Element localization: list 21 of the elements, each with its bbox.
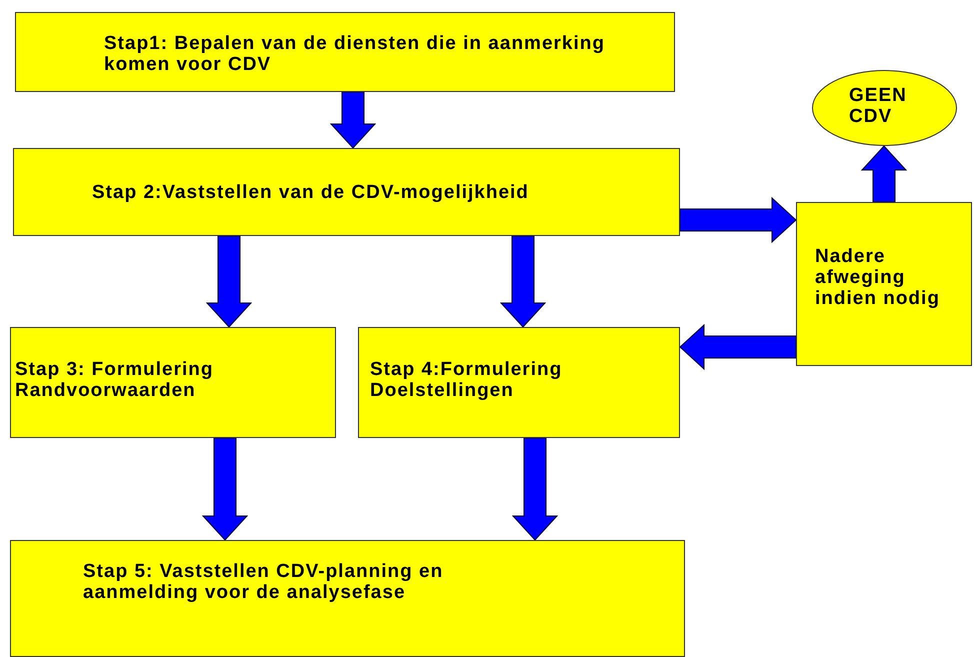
block-arrow [202,438,248,541]
block-arrow [512,438,558,541]
block-arrow [330,92,376,149]
block-arrow [860,145,908,202]
step-text: Stap 3: Formulering Randvoorwaarden [15,359,214,401]
block-arrow [679,324,796,370]
block-arrow [206,236,252,328]
step-box [796,202,972,366]
step-text: Stap1: Bepalen van de diensten die in aanmerking komen voor CDV [104,33,606,75]
step-text: Stap 5: Vaststellen CDV-planning en aanmelding voor de analysefase [83,561,444,603]
step-text: Nadere afweging indien nodig [815,246,941,309]
step-text: Stap 4:Formulering Doelstellingen [370,359,564,401]
step-box [10,327,336,438]
step-box [13,148,680,236]
step-box [15,12,675,92]
block-arrow [680,196,797,244]
step-box [358,327,680,438]
step-text: Stap 2:Vaststellen van de CDV-mogelijkheid [92,182,530,203]
step-text: GEEN CDV [849,85,908,127]
step-box [10,540,685,657]
block-arrow [500,236,546,328]
